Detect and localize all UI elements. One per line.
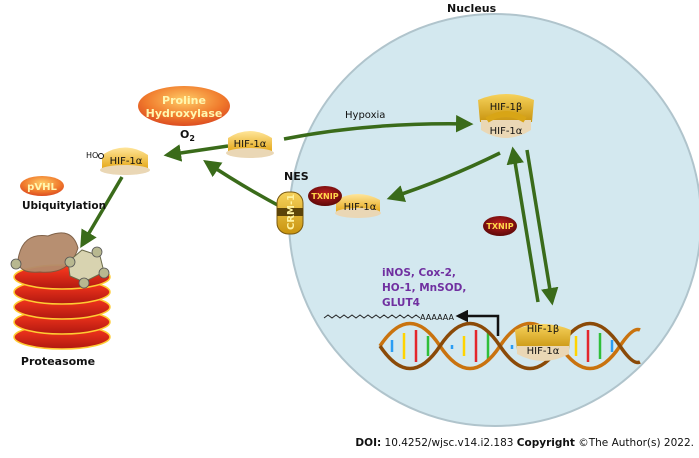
crm1: CRM-1 [276,191,304,235]
txnip-export: TXNIP [308,186,342,206]
txnip-nuclear: TXNIP [483,216,517,236]
target-genes-line-3: GLUT4 [382,297,420,309]
hif1a-export-complex: HIF-1α [335,194,381,218]
citation-footer: DOI: 10.4252/wjsc.v14.i2.183 Copyright ©… [0,437,694,449]
hif1b-dna-label: HIF-1β [527,324,560,335]
hif1a-upper-label: HIF-1α [490,126,523,137]
hif-to-hydroxylation-arrow [163,144,229,162]
nuclear-export-arrow [386,151,501,202]
copyright-label: Copyright [516,437,575,449]
degradation-arrow [80,176,124,249]
hypoxia-import-arrow [283,114,474,141]
hif1a-cytoplasm: HIF-1α [226,131,274,158]
txnip-nuclear-label: TXNIP [486,222,513,231]
dna-release-arrow [506,146,540,303]
hif-dimer-upper: HIF-1β HIF-1α [478,94,534,138]
hif1a-hydroxylated: HIF-1α HO [86,147,150,175]
oxygen-label: O2 [180,128,195,143]
mrna-strand [323,314,421,319]
target-genes-line-1: iNOS, Cox-2, [382,267,456,279]
hif1a-nuclear-label: HIF-1α [344,202,377,213]
pvhl-label: pVHL [27,182,57,193]
doi-value: 10.4252/wjsc.v14.i2.183 [384,437,514,449]
doi-label: DOI: [355,437,382,449]
dna-binding-arrow [525,149,559,306]
target-genes: iNOS, Cox-2, HO-1, MnSOD, GLUT4 [382,267,466,309]
proteasome-label: Proteasome [21,355,95,368]
hydroxyl-label: HO [86,151,98,160]
hydroxyl-circle [98,153,104,159]
hif1b-upper-label: HIF-1β [490,102,523,113]
copyright-text: ©The Author(s) 2022. [578,437,694,449]
crm1-export-arrow [203,160,284,210]
proline-hydroxylase: Proline Hydroxylase [138,86,230,126]
polya-tail-label: AAAAAA [420,313,454,322]
ubiquitylation-label: Ubiquitylation [22,200,106,212]
proline-hydroxylase-label-2: Hydroxylase [146,107,223,120]
hif1a-dna-label: HIF-1α [527,346,560,357]
proteasome [10,232,111,350]
hypoxia-label: Hypoxia [345,110,385,121]
nucleus-label: Nucleus [447,2,497,15]
hif1a-hydroxylated-label: HIF-1α [110,156,143,167]
crm1-label: CRM-1 [286,194,297,230]
proline-hydroxylase-label-1: Proline [162,94,206,107]
pvhl: pVHL [20,176,64,196]
target-genes-line-2: HO-1, MnSOD, [382,282,466,294]
hif-dimer-dna: HIF-1β HIF-1α [515,324,571,361]
hif1a-cytoplasm-label: HIF-1α [234,139,267,150]
nes-label: NES [284,170,309,183]
transcription-arrow [455,309,500,336]
txnip-export-label: TXNIP [311,192,338,201]
dna-helix [378,321,641,371]
pathway-arrows [80,114,559,306]
